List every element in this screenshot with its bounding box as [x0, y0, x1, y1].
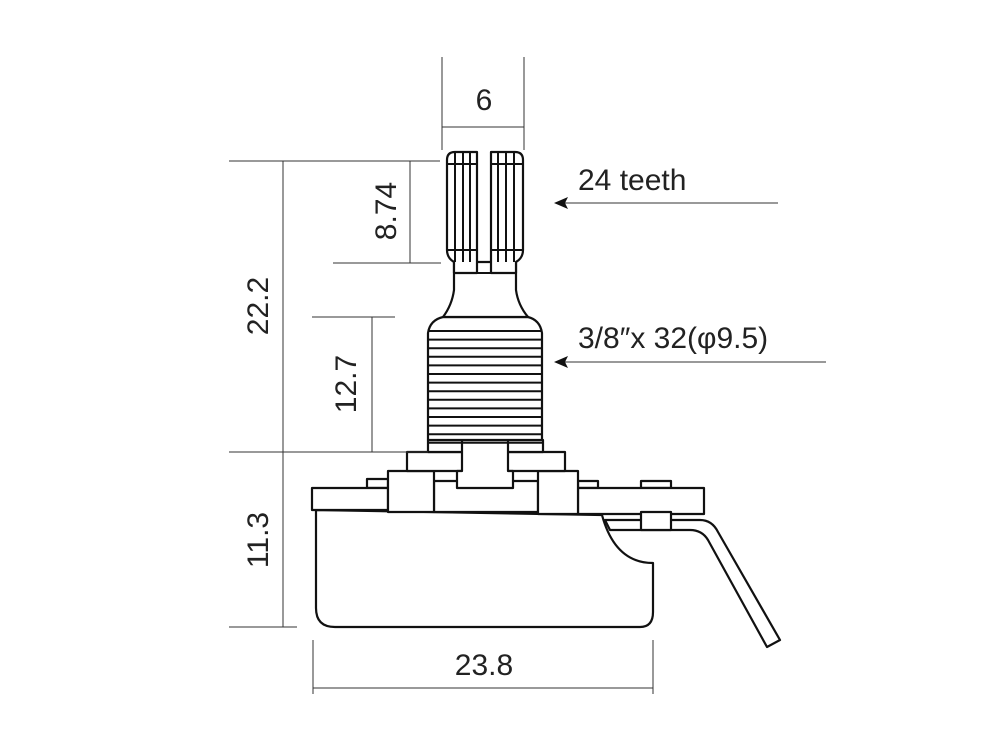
- knurl-callout: 24 teeth: [578, 164, 686, 197]
- terminal-lug: [639, 510, 673, 532]
- left-block: [386, 469, 436, 514]
- right-flange: [576, 486, 706, 516]
- terminal-lead: [603, 518, 782, 649]
- left-tab: [365, 477, 390, 490]
- knurl-lines: [447, 152, 523, 262]
- right-block: [536, 469, 580, 516]
- callout-arrows: [554, 197, 826, 368]
- knurl-length-label: 8.74: [370, 182, 403, 240]
- left-flange: [310, 486, 390, 512]
- center-shaft-block: [455, 438, 515, 490]
- body-width-label: 23.8: [455, 649, 513, 682]
- bushing: [426, 315, 544, 442]
- thread-callout: 3/8″x 32(φ9.5): [578, 322, 768, 355]
- shaft-width-label: 6: [476, 84, 493, 117]
- dimension-lines: [229, 57, 654, 694]
- housing-body: [314, 508, 655, 629]
- bushing-length-label: 12.7: [330, 355, 363, 413]
- total-height-label: 22.2: [242, 277, 275, 335]
- bushing-threads: [428, 330, 542, 444]
- body-height-label: 11.3: [242, 512, 275, 568]
